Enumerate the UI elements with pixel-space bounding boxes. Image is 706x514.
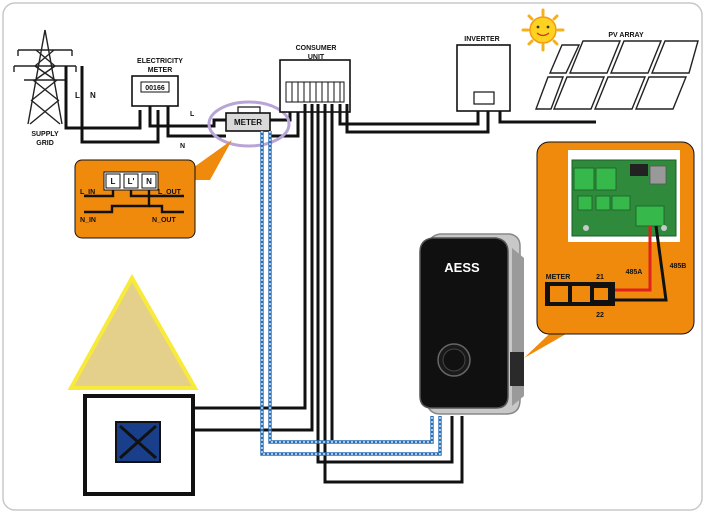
ev-energy-meter: METER (225, 106, 271, 132)
meter-comm-cable (260, 131, 442, 456)
consumer-unit-label: CONSUMER (296, 45, 337, 52)
grid-N-label: N (90, 91, 96, 100)
electricity-meter: 00166 (131, 75, 179, 107)
wiring-L: L (111, 177, 116, 186)
inverter-label: INVERTER (464, 36, 499, 43)
wiring-N-in: N_IN (80, 217, 96, 224)
meter-output-wires (148, 106, 300, 138)
meter-terminal (545, 282, 615, 306)
pcb-485B-label: 485B (670, 263, 687, 270)
pcb-board (571, 159, 677, 237)
consumer-unit (279, 59, 351, 113)
meter-highlight (207, 100, 291, 148)
meter-wiring-callout: L L' N L_IN L_OUT N_IN N_OUT (74, 140, 232, 239)
electricity-meter-label-2: METER (148, 67, 173, 74)
pv-array (534, 40, 699, 110)
consumer-unit-label-2: UNIT (308, 54, 325, 61)
pcb-22-label: 22 (596, 312, 604, 319)
inverter (456, 44, 511, 112)
charger-brand: AESS (444, 260, 480, 275)
pv-array-label: PV ARRAY (608, 32, 644, 39)
wiring-Lprime: L' (128, 177, 135, 186)
inverter-wires (338, 104, 596, 134)
grid-L-label: L (75, 91, 80, 100)
house-load (67, 273, 199, 496)
wire-L-label: L (190, 111, 195, 118)
supply-grid-label-2: GRID (36, 140, 54, 147)
meter-label: METER (234, 118, 262, 127)
wiring-N-out: N_OUT (152, 217, 176, 224)
wiring-L-in: L_IN (80, 189, 95, 196)
pcb-callout: METER 21 22 485A 485B (524, 141, 695, 358)
load-box-icon (115, 421, 161, 463)
wiring-L-out: L_OUT (158, 189, 182, 196)
meter-reading: 00166 (145, 85, 165, 92)
wire-N-label: N (180, 143, 185, 150)
pcb-meter-label: METER (546, 274, 571, 281)
wiring-N: N (146, 177, 152, 186)
sun-icon (521, 8, 565, 52)
pcb-485A-label: 485A (626, 269, 643, 276)
supply-grid-label: SUPPLY (31, 131, 59, 138)
pcb-21-label: 21 (596, 274, 604, 281)
consumer-unit-output-wires (193, 104, 464, 484)
transmission-tower-icon (13, 29, 77, 125)
ev-charger: AESS (419, 233, 524, 415)
electricity-meter-label: ELECTRICITY (137, 58, 183, 65)
